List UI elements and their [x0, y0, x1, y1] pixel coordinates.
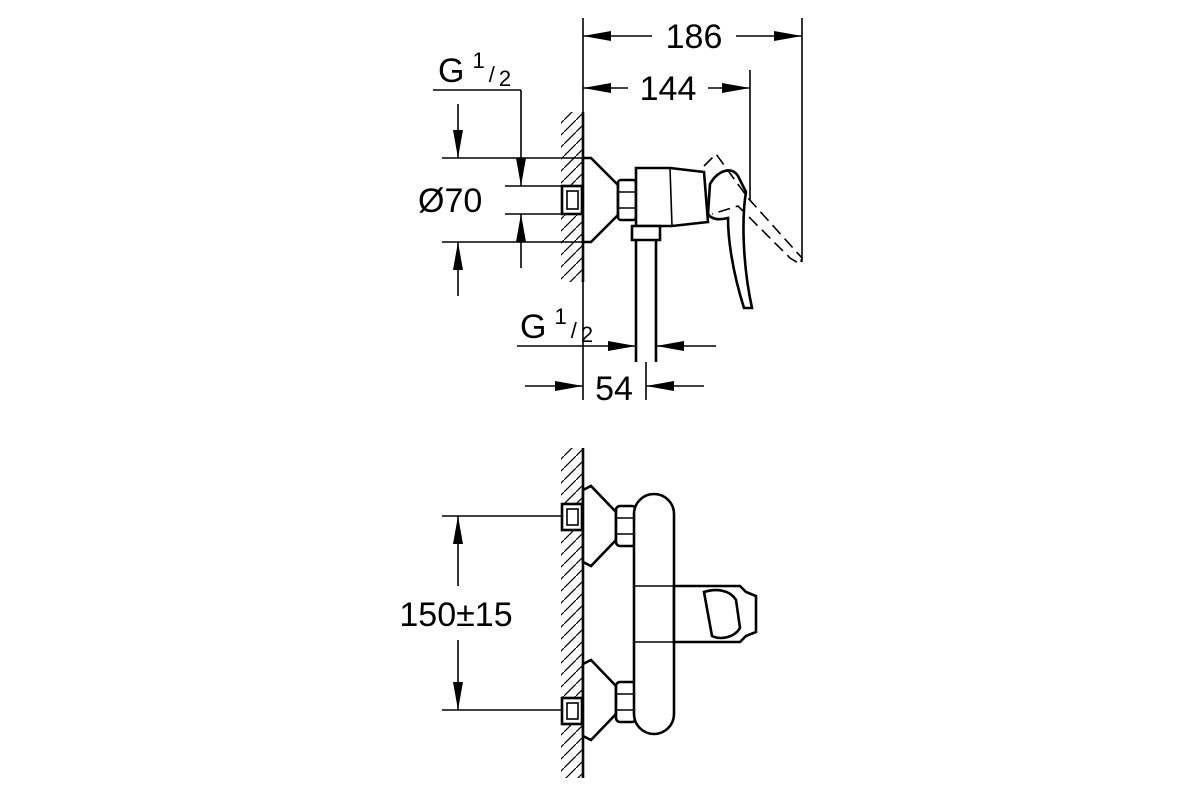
side-view: 186 144 G 1 / 2 [418, 18, 803, 408]
inlet-stub-side [560, 184, 584, 216]
dim-label-186: 186 [666, 18, 723, 56]
thread-inlet-slash: / [489, 62, 496, 87]
nut-side [616, 178, 638, 222]
svg-text:G 1 /: G 1 / 2 [520, 304, 593, 347]
dim-150: 150±15 [399, 515, 562, 711]
wall-front [561, 448, 585, 778]
thread-inlet-base: G [438, 52, 464, 90]
thread-outlet-den: 2 [581, 322, 593, 347]
dim-54: 54 [525, 282, 704, 408]
thread-outlet-num: 1 [554, 304, 566, 329]
mixer-body-front [632, 492, 676, 736]
thread-inlet-num: 1 [472, 48, 484, 73]
lever-handle-alt-position [703, 152, 803, 266]
thread-outlet-callout: G 1 / 2 [517, 304, 716, 351]
thread-outlet-base: G [520, 308, 546, 346]
dim-label-diameter: Ø70 [418, 182, 482, 220]
dim-label-144: 144 [640, 70, 697, 108]
svg-text:G 1 /: G 1 / 2 [438, 48, 511, 91]
lever-handle-front [702, 588, 742, 640]
lever-handle-side [706, 169, 754, 310]
dim-label-150: 150±15 [399, 596, 512, 634]
escutcheon-side [581, 156, 620, 244]
front-view: 150±15 [399, 448, 758, 778]
dim-186: 186 [582, 18, 803, 262]
thread-outlet-slash: / [571, 318, 578, 343]
thread-inlet-callout: G 1 / 2 [433, 48, 562, 268]
dim-144: 144 [583, 70, 751, 200]
outlet-nut-side [630, 224, 662, 242]
dim-label-54: 54 [595, 370, 633, 408]
upper-inlet [560, 484, 638, 568]
dim-diameter-70: Ø70 [418, 104, 583, 296]
thread-inlet-den: 2 [499, 66, 511, 91]
